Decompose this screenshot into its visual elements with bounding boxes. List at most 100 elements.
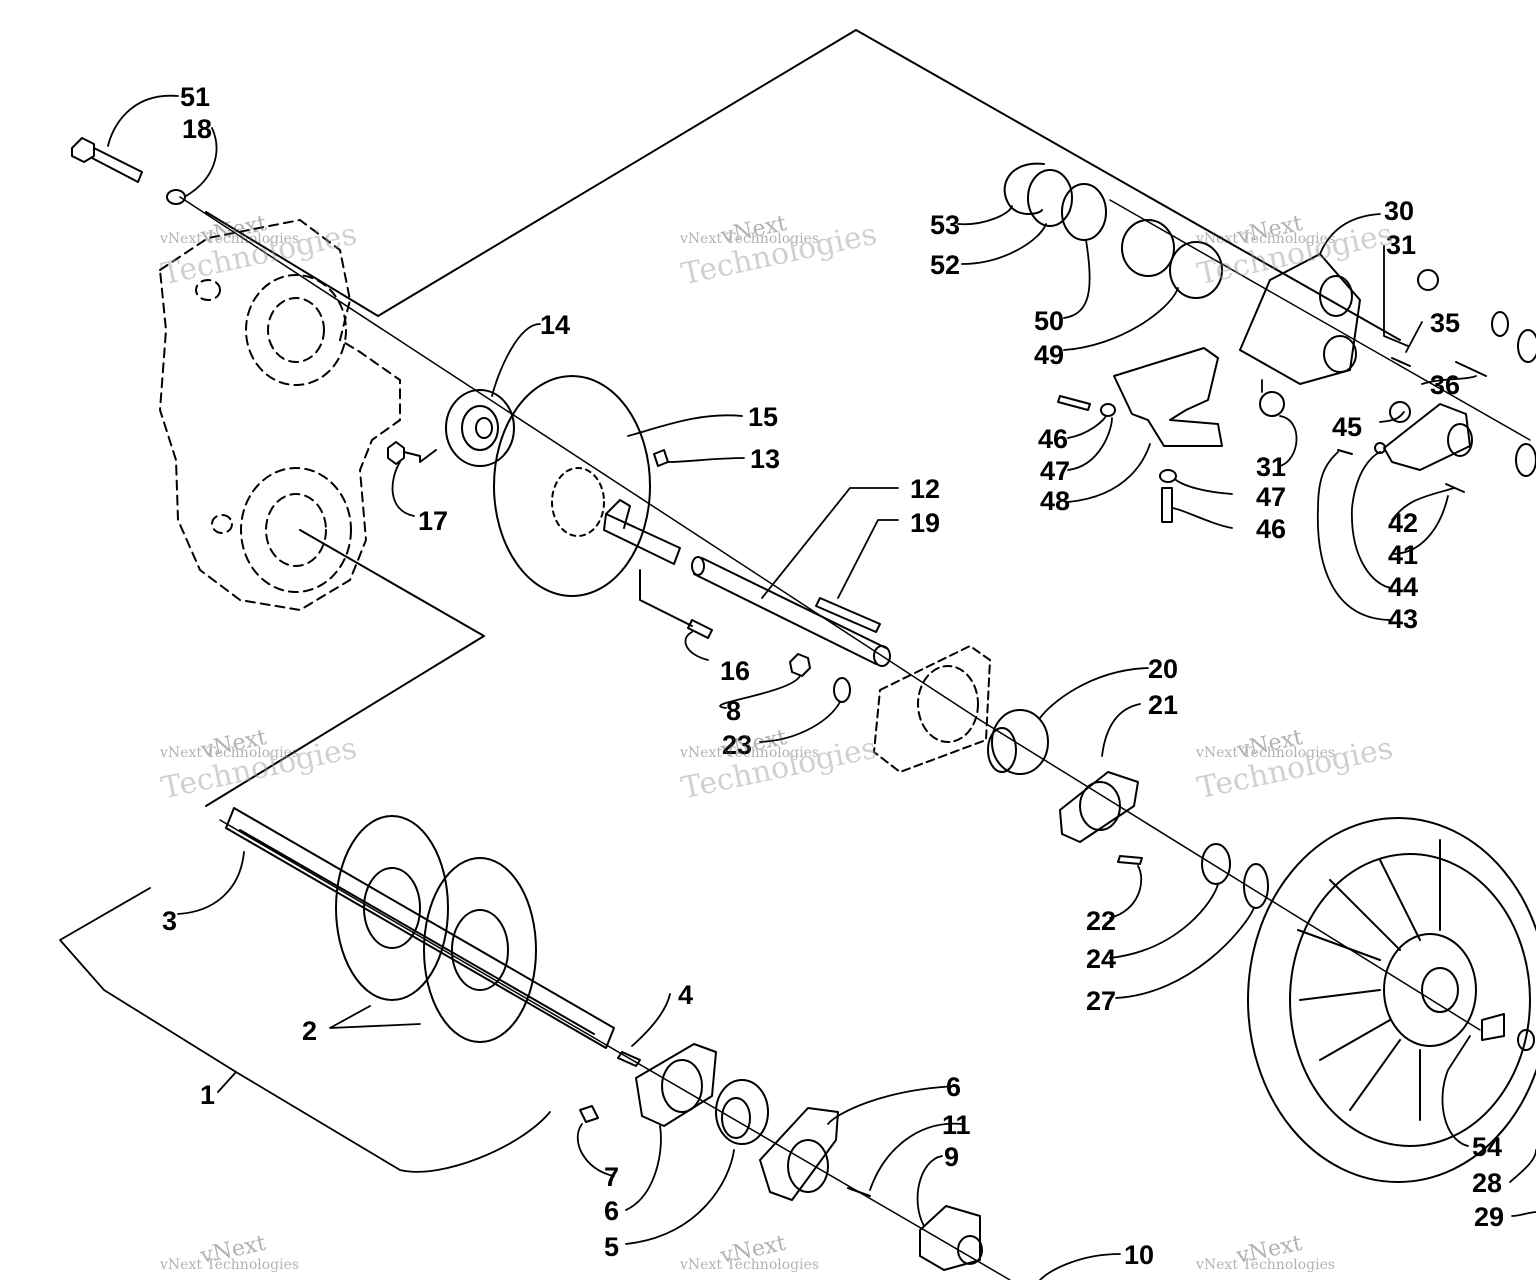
label-2: 2 bbox=[302, 1016, 317, 1046]
mounting-bracket bbox=[873, 645, 991, 773]
label-47-top: 47 bbox=[1040, 456, 1070, 486]
label-41: 41 bbox=[1388, 540, 1418, 570]
washer-28 bbox=[1517, 1029, 1535, 1051]
label-17: 17 bbox=[418, 506, 448, 536]
label-16: 16 bbox=[720, 656, 750, 686]
pin-41 bbox=[1445, 483, 1465, 493]
label-49: 49 bbox=[1034, 340, 1064, 370]
washer-18 bbox=[166, 189, 186, 205]
label-42: 42 bbox=[1388, 508, 1418, 538]
tube-12 bbox=[691, 556, 891, 667]
bolt-46-top bbox=[1057, 395, 1091, 411]
key-19 bbox=[815, 597, 881, 633]
label-15: 15 bbox=[748, 402, 778, 432]
ball-31-top bbox=[1417, 269, 1439, 291]
label-44: 44 bbox=[1388, 572, 1418, 602]
axis-upper-shaft bbox=[179, 196, 1481, 1031]
flange-6-right bbox=[759, 1107, 839, 1201]
label-50: 50 bbox=[1034, 306, 1064, 336]
label-23: 23 bbox=[722, 730, 752, 760]
label-31-bottom: 31 bbox=[1256, 452, 1286, 482]
bearing-14 bbox=[445, 389, 515, 467]
spring-36 bbox=[1455, 361, 1487, 377]
label-47-bottom: 47 bbox=[1256, 482, 1286, 512]
flange-6-left bbox=[635, 1043, 717, 1127]
weight-49 bbox=[1169, 241, 1223, 299]
label-14: 14 bbox=[540, 310, 570, 340]
label-53: 53 bbox=[930, 210, 960, 240]
label-24: 24 bbox=[1086, 944, 1116, 974]
label-10: 10 bbox=[1124, 1240, 1154, 1270]
part-labels: 51 18 14 15 13 12 19 17 16 8 23 20 21 22… bbox=[162, 82, 1504, 1270]
label-6-right: 6 bbox=[946, 1072, 961, 1102]
nut-8 bbox=[789, 653, 811, 677]
cup-50 bbox=[1061, 183, 1107, 241]
bolt-51 bbox=[71, 137, 143, 183]
bolt-46-bottom bbox=[1161, 487, 1173, 523]
reference-outline-lower bbox=[205, 529, 485, 807]
driven-pulley bbox=[1247, 817, 1536, 1183]
label-6-left: 6 bbox=[604, 1196, 619, 1226]
reference-outline-upper bbox=[205, 29, 1401, 341]
flange-21 bbox=[1059, 771, 1139, 843]
bracket-48 bbox=[1113, 347, 1223, 447]
pin-43 bbox=[1337, 449, 1353, 455]
washer-23 bbox=[833, 677, 851, 703]
label-31-top: 31 bbox=[1386, 230, 1416, 260]
brake-disc-15 bbox=[493, 375, 651, 597]
spacer-54 bbox=[1481, 1013, 1505, 1041]
washer-24 bbox=[1201, 843, 1231, 885]
label-46-bottom: 46 bbox=[1256, 514, 1286, 544]
arm-45 bbox=[1383, 403, 1473, 471]
gear-case-housing bbox=[159, 219, 401, 611]
washer-27 bbox=[1243, 863, 1269, 909]
label-20: 20 bbox=[1148, 654, 1178, 684]
key-13 bbox=[653, 449, 669, 467]
label-21: 21 bbox=[1148, 690, 1178, 720]
nut-17 bbox=[387, 441, 405, 465]
label-19: 19 bbox=[910, 508, 940, 538]
axis-lower-shaft bbox=[219, 819, 1011, 1280]
bolt-22 bbox=[1117, 855, 1143, 865]
label-11: 11 bbox=[942, 1110, 971, 1140]
nut-45 bbox=[1389, 401, 1411, 423]
washer-47-top bbox=[1100, 403, 1116, 417]
label-13: 13 bbox=[750, 444, 780, 474]
leader-lines bbox=[59, 94, 1536, 1280]
label-52: 52 bbox=[930, 250, 960, 280]
label-48: 48 bbox=[1040, 486, 1070, 516]
label-28: 28 bbox=[1472, 1168, 1502, 1198]
leader-17a bbox=[403, 449, 437, 463]
sprockets-2 bbox=[335, 815, 537, 1043]
label-46-top: 46 bbox=[1038, 424, 1068, 454]
hub-shaft bbox=[603, 499, 681, 565]
label-51: 51 bbox=[180, 82, 210, 112]
housing-30 bbox=[1239, 253, 1361, 385]
ball-31-bottom bbox=[1259, 391, 1285, 417]
screw-7 bbox=[579, 1105, 599, 1123]
label-7: 7 bbox=[604, 1162, 619, 1192]
label-29: 29 bbox=[1474, 1202, 1504, 1232]
label-12: 12 bbox=[910, 474, 940, 504]
washer-47-bottom bbox=[1159, 469, 1177, 483]
bolt-4 bbox=[617, 1051, 641, 1067]
roller-right-2 bbox=[1515, 443, 1536, 477]
label-5: 5 bbox=[604, 1232, 619, 1262]
label-54: 54 bbox=[1472, 1132, 1502, 1162]
cup-52 bbox=[1027, 169, 1073, 227]
label-3: 3 bbox=[162, 906, 177, 936]
housing-9 bbox=[919, 1205, 983, 1271]
washer-right bbox=[1491, 311, 1509, 337]
label-1: 1 bbox=[200, 1080, 215, 1110]
label-18: 18 bbox=[182, 114, 212, 144]
bolt-16 bbox=[639, 569, 713, 639]
drive-shaft-3 bbox=[225, 807, 615, 1049]
label-36: 36 bbox=[1430, 370, 1460, 400]
pin-35 bbox=[1391, 357, 1411, 367]
label-35: 35 bbox=[1430, 308, 1460, 338]
label-43: 43 bbox=[1388, 604, 1418, 634]
roller-right bbox=[1517, 329, 1536, 363]
label-45: 45 bbox=[1332, 412, 1362, 442]
label-27: 27 bbox=[1086, 986, 1116, 1016]
